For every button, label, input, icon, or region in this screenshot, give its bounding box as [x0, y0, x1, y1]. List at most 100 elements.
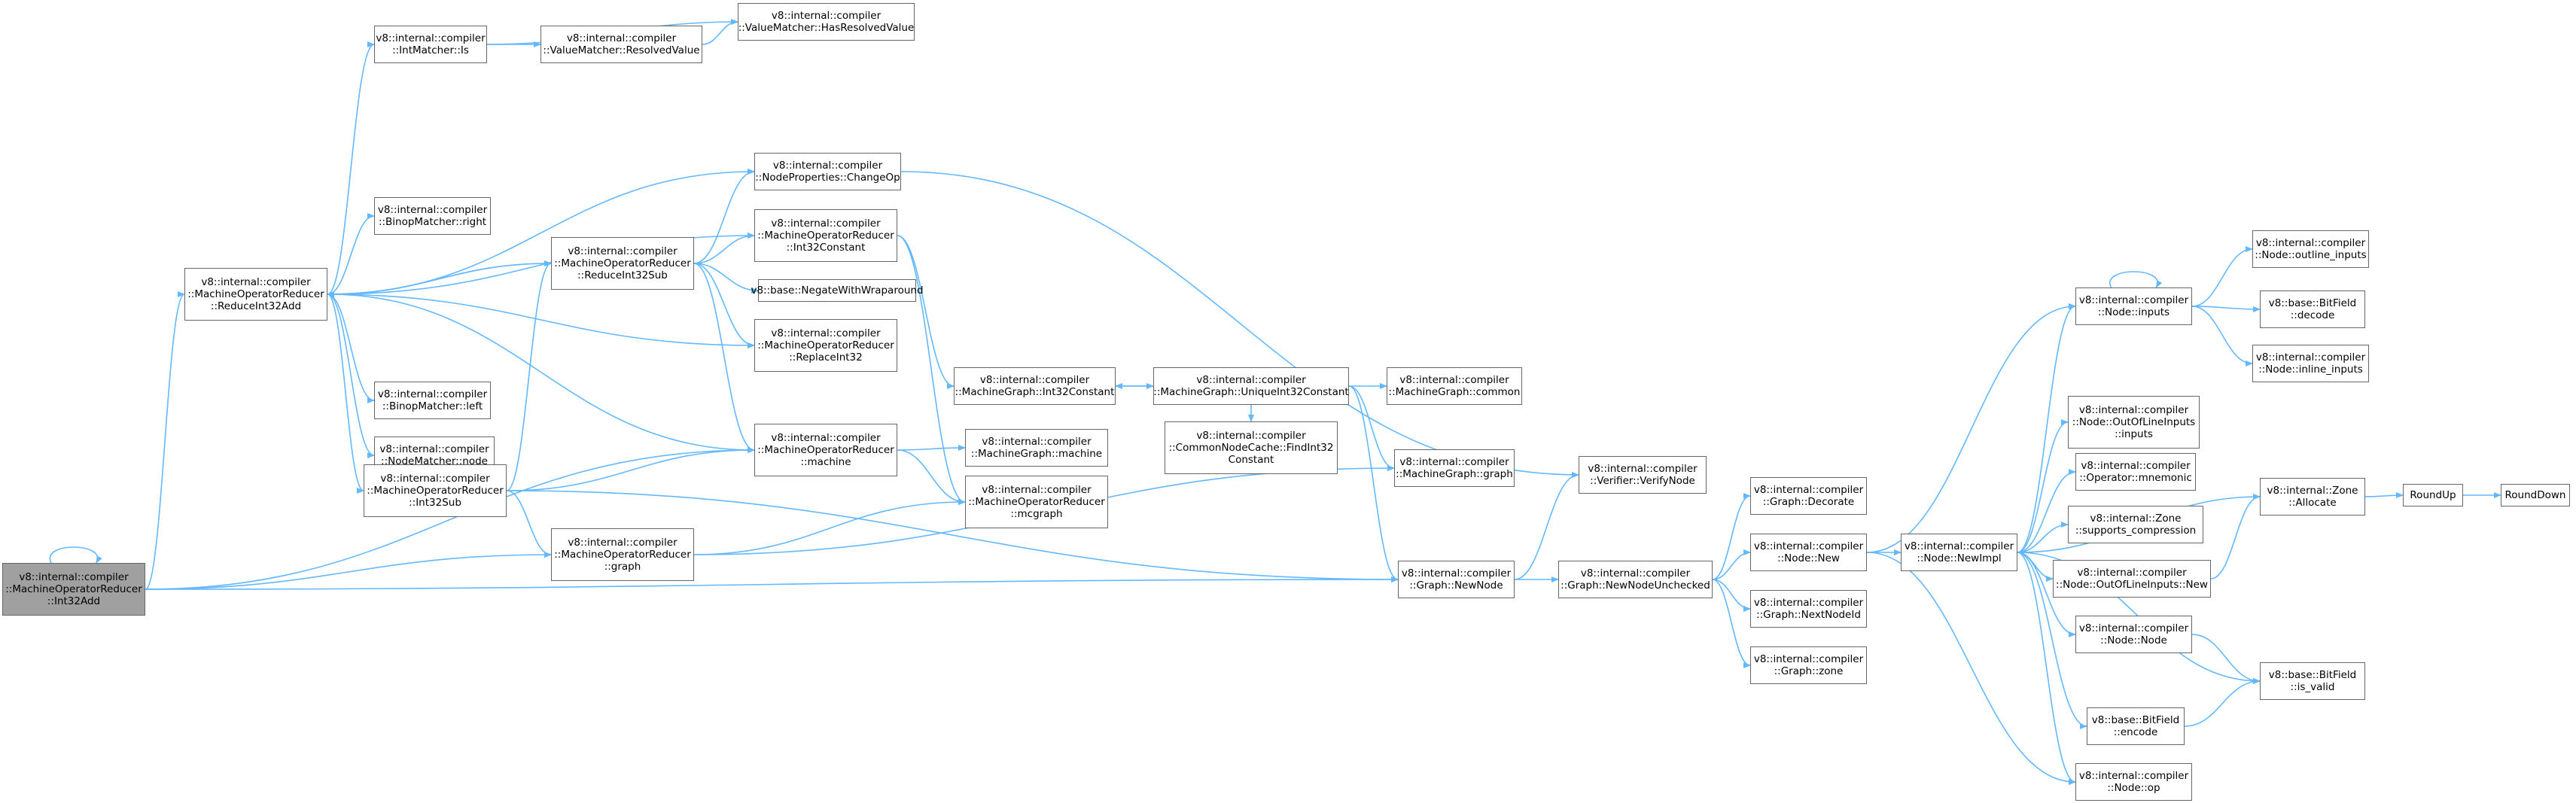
node-ool-new[interactable]: v8::internal::compiler::Node::OutOfLineI…	[2053, 560, 2211, 598]
node-label-line: ::Int32Constant	[786, 242, 866, 254]
edge-layer	[49, 19, 2501, 785]
node-mg-common[interactable]: v8::internal::compiler::MachineGraph::co…	[1387, 367, 1522, 405]
node-int32add[interactable]: v8::internal::compiler::MachineOperatorR…	[2, 563, 145, 616]
node-label-line: RoundUp	[2410, 489, 2456, 501]
edge-reduceint32add-to-intmatcher_is	[327, 41, 375, 295]
node-bitfield-decode[interactable]: v8::base::BitField::decode	[2260, 290, 2365, 328]
edge-graph_newnode-to-verifynode	[1514, 472, 1579, 580]
node-mg-machine[interactable]: v8::internal::compiler::MachineGraph::ma…	[965, 429, 1108, 467]
node-intmatcher-is[interactable]: v8::internal::compiler::IntMatcher::Is	[374, 26, 487, 63]
node-label-line: v8::internal::compiler	[2078, 404, 2189, 416]
node-outline-inputs[interactable]: v8::internal::compiler::Node::outline_in…	[2252, 230, 2369, 268]
node-zone-allocate[interactable]: v8::internal::Zone::Allocate	[2260, 478, 2365, 516]
edge-reduceint32add-to-int32sub	[327, 294, 364, 494]
node-mor-machine[interactable]: v8::internal::compiler::MachineOperatorR…	[754, 424, 897, 476]
edge-int32sub-to-graph_newnode	[506, 490, 1399, 582]
node-label-line: ::supports_compression	[2075, 525, 2197, 537]
node-graph-decorate[interactable]: v8::internal::compiler::Graph::Decorate	[1750, 477, 1867, 515]
edge-int32add-to-int32add	[49, 546, 102, 564]
node-int32sub[interactable]: v8::internal::compiler::MachineOperatorR…	[364, 464, 507, 517]
node-mor-int32constant[interactable]: v8::internal::compiler::MachineOperatorR…	[754, 209, 897, 262]
node-zone-supports[interactable]: v8::internal::Zone::supports_compression	[2068, 506, 2203, 543]
node-label-line: ::Operator::mnemonic	[2079, 472, 2192, 484]
node-label-line: v8::internal::Zone	[2267, 485, 2358, 497]
node-label-line: ::MachineOperatorReducer	[187, 288, 324, 300]
node-bitfield-encode[interactable]: v8::base::BitField::encode	[2087, 707, 2185, 745]
node-label-line: v8::internal::compiler	[377, 388, 488, 400]
node-label-line: v8::internal::compiler	[380, 473, 490, 485]
edge-reduceint32add-to-nodematcher_node	[327, 294, 375, 458]
node-op-mnemonic[interactable]: v8::internal::compiler::Operator::mnemon…	[2075, 453, 2196, 491]
node-reduceint32add[interactable]: v8::internal::compiler::MachineOperatorR…	[184, 268, 327, 321]
node-label-line: ::Node::inline_inputs	[2258, 363, 2363, 376]
node-label-line: ::MachineGraph::graph	[1396, 468, 1513, 480]
node-replaceint32[interactable]: v8::internal::compiler::MachineOperatorR…	[754, 319, 897, 372]
node-label-line: v8::internal::compiler	[1753, 540, 1864, 552]
node-binop-right[interactable]: v8::internal::compiler::BinopMatcher::ri…	[374, 197, 491, 235]
node-rounddown[interactable]: RoundDown	[2501, 484, 2570, 506]
node-roundup[interactable]: RoundUp	[2403, 484, 2463, 506]
edge-int32sub-to-mor_machine	[506, 447, 755, 491]
node-binop-left[interactable]: v8::internal::compiler::BinopMatcher::le…	[374, 382, 491, 419]
edge-node_newimpl-to-ool_inputs	[2017, 419, 2069, 553]
node-label-line: ::Node::OutOfLineInputs::New	[2056, 579, 2208, 591]
node-reduceint32sub[interactable]: v8::internal::compiler::MachineOperatorR…	[551, 237, 694, 290]
node-mor-mcgraph[interactable]: v8::internal::compiler::MachineOperatorR…	[965, 476, 1108, 528]
node-label-line: v8::internal::compiler	[1753, 653, 1864, 665]
node-label-line: ::MachineGraph::common	[1388, 386, 1521, 398]
node-node-node[interactable]: v8::internal::compiler::Node::Node	[2075, 616, 2192, 653]
node-node-new[interactable]: v8::internal::compiler::Node::New	[1750, 534, 1867, 571]
node-label-line: ::Node::inputs	[2097, 306, 2170, 318]
edge-mor_int32constant-to-mor_mcgraph	[897, 235, 966, 505]
node-ool-inputs[interactable]: v8::internal::compiler::Node::OutOfLineI…	[2068, 396, 2200, 449]
node-graph-unchecked[interactable]: v8::internal::compiler::Graph::NewNodeUn…	[1558, 561, 1713, 598]
node-node-inputs[interactable]: v8::internal::compiler::Node::inputs	[2075, 287, 2192, 325]
node-graph-newnode[interactable]: v8::internal::compiler::Graph::NewNode	[1398, 561, 1515, 598]
node-label-line: ::CommonNodeCache::FindInt32	[1168, 442, 1334, 454]
edge-node_new-to-node_inputs	[1866, 303, 2076, 553]
node-changeop[interactable]: v8::internal::compiler::NodeProperties::…	[754, 153, 901, 190]
edge-node_newimpl-to-bitfield_encode	[2017, 552, 2087, 729]
node-valuematcher-has[interactable]: v8::internal::compiler::ValueMatcher::Ha…	[738, 3, 915, 41]
node-graph-zone[interactable]: v8::internal::compiler::Graph::zone	[1750, 646, 1867, 684]
node-node-op[interactable]: v8::internal::compiler::Node::op	[2075, 763, 2192, 801]
node-label-line: ::Graph::zone	[1774, 665, 1844, 677]
node-label-line: v8::internal::compiler	[201, 276, 311, 288]
node-label-line: ::is_valid	[2290, 681, 2335, 693]
node-label-line: RoundDown	[2504, 489, 2566, 501]
node-mg-unique[interactable]: v8::internal::compiler::MachineGraph::Un…	[1153, 367, 1349, 405]
node-verifynode[interactable]: v8::internal::compiler::Verifier::Verify…	[1579, 456, 1707, 494]
node-label-line: ::Graph::NewNode	[1409, 579, 1503, 592]
edge-reduceint32add-to-binop_right	[327, 213, 375, 295]
node-inline-inputs[interactable]: v8::internal::compiler::Node::inline_inp…	[2252, 345, 2369, 382]
node-mg-graph[interactable]: v8::internal::compiler::MachineGraph::gr…	[1394, 449, 1515, 487]
node-label-line: ::Int32Add	[47, 595, 101, 607]
node-label-line: ::Node::OutOfLineInputs	[2072, 416, 2196, 428]
node-bitfield-isvalid[interactable]: v8::base::BitField::is_valid	[2260, 662, 2365, 700]
node-label-line: ::ReduceInt32Add	[210, 300, 302, 312]
node-mg-int32constant[interactable]: v8::internal::compiler::MachineGraph::In…	[954, 367, 1116, 405]
edge-ool_new-to-zone_allocate	[2210, 494, 2261, 579]
node-label-line: ::NodeProperties::ChangeOp	[755, 172, 900, 184]
edge-zone_allocate-to-roundup	[2364, 492, 2404, 499]
edge-graph_unchecked-to-graph_decorate	[1712, 493, 1751, 580]
node-node-newimpl[interactable]: v8::internal::compiler::Node::NewImpl	[1901, 534, 2017, 571]
node-negatewrap[interactable]: v8::base::NegateWithWraparound	[751, 279, 924, 302]
node-graph-nextid[interactable]: v8::internal::compiler::Graph::NextNodeI…	[1750, 590, 1867, 628]
edge-node_inputs-to-bitfield_decode	[2191, 306, 2261, 312]
node-cache-find[interactable]: v8::internal::compiler::CommonNodeCache:…	[1165, 421, 1338, 474]
node-label-line: v8::internal::compiler	[1580, 567, 1691, 579]
node-label-line: ::inputs	[2115, 428, 2153, 440]
node-label-line: v8::internal::compiler	[772, 160, 883, 172]
edge-graph_unchecked-to-graph_zone	[1712, 579, 1751, 668]
node-label-line: ::MachineOperatorReducer	[554, 257, 691, 269]
node-valuematcher-resolved[interactable]: v8::internal::compiler::ValueMatcher::Re…	[540, 26, 702, 63]
node-mor-graph[interactable]: v8::internal::compiler::MachineOperatorR…	[551, 528, 694, 581]
node-label-line: ::IntMatcher::Is	[392, 44, 469, 56]
node-label-line: ::MachineOperatorReducer	[5, 583, 142, 595]
node-label-line: ::MachineGraph::machine	[970, 448, 1103, 460]
node-label-line: v8::internal::compiler	[19, 571, 129, 583]
node-label-line: ::BinopMatcher::left	[382, 400, 483, 412]
edge-mor_machine-to-mor_mcgraph	[897, 449, 966, 505]
